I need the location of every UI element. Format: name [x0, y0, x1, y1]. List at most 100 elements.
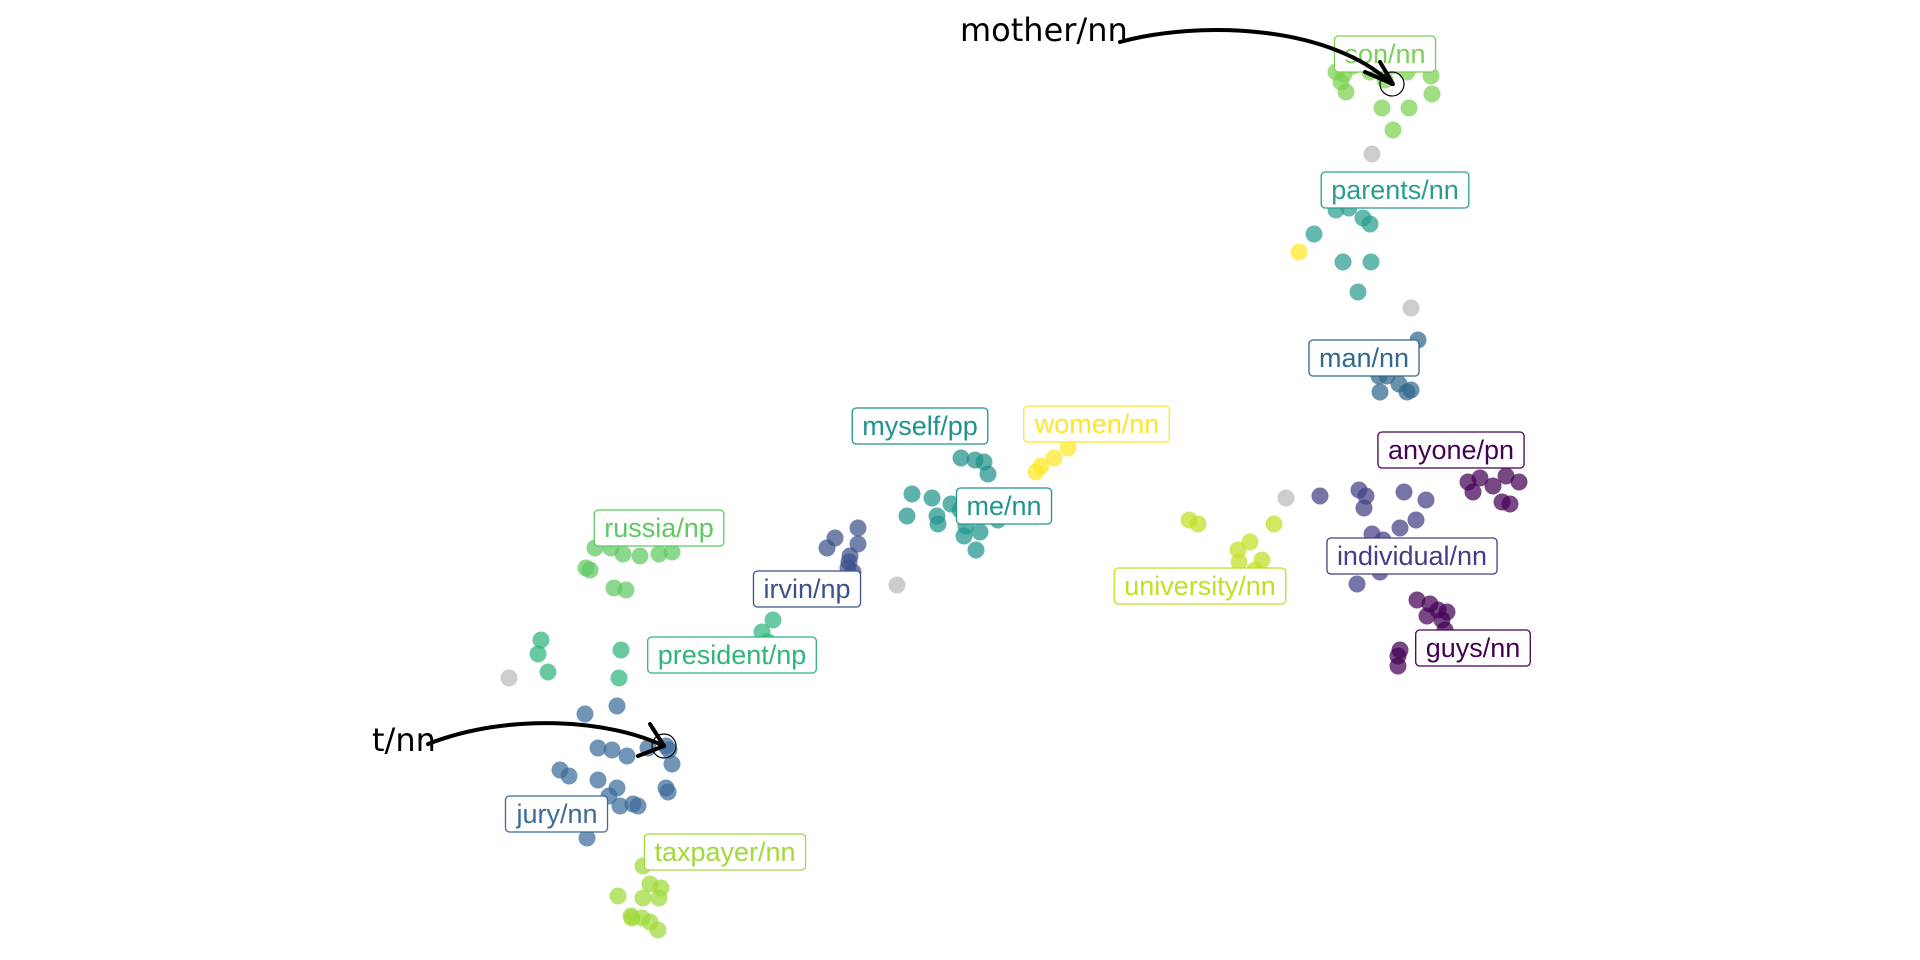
point-university-nn	[1189, 515, 1207, 533]
label-box-myself-pp	[851, 407, 989, 445]
label-box-parents-nn	[1320, 171, 1470, 209]
point-parents-nn	[1349, 283, 1367, 301]
point-russia-np	[650, 545, 668, 563]
noise-point	[1402, 299, 1420, 317]
label-box-president-np	[647, 636, 817, 674]
point-university-nn	[1265, 515, 1283, 533]
label-box-man-nn	[1308, 339, 1420, 377]
point-president-np	[539, 663, 557, 681]
point-anyone-pn	[1484, 477, 1502, 495]
point-russia-np	[663, 543, 681, 561]
point-jury-nn	[611, 797, 629, 815]
point-taxpayer-nn	[650, 889, 668, 907]
point-parents-nn	[1361, 215, 1379, 233]
label-box-taxpayer-nn	[643, 833, 807, 871]
annotation-text-t-nn: t/nn	[372, 721, 436, 759]
point-parents-nn	[1334, 253, 1352, 271]
point-irvin-np	[818, 539, 836, 557]
point-russia-np	[631, 547, 649, 565]
point-parents-nn	[1362, 253, 1380, 271]
label-text-parents-nn: parents/nn	[1331, 175, 1459, 205]
point-anyone-pn	[1471, 469, 1489, 487]
point-man-nn	[1371, 383, 1389, 401]
point-jury-nn	[618, 747, 636, 765]
annotation-arrow-t-nn	[426, 721, 666, 748]
label-box-anyone-pn	[1377, 431, 1525, 469]
point-jury-nn	[603, 741, 621, 759]
label-myself-pp: myself/pp	[851, 407, 989, 445]
label-taxpayer-nn: taxpayer/nn	[643, 833, 807, 871]
point-me-nn	[971, 523, 989, 541]
point-parents-nn	[1305, 225, 1323, 243]
point-russia-np	[617, 581, 635, 599]
point-women-nn	[1290, 243, 1308, 261]
point-son-nn	[1337, 83, 1355, 101]
point-jury-nn	[560, 767, 578, 785]
point-president-np	[529, 645, 547, 663]
noise-point	[500, 669, 518, 687]
label-me-nn: me/nn	[955, 487, 1053, 525]
point-man-nn	[1402, 381, 1420, 399]
point-jury-nn	[578, 829, 596, 847]
label-text-taxpayer-nn: taxpayer/nn	[654, 837, 795, 867]
annotations-layer: mother/nn t/nn	[372, 11, 1405, 759]
point-president-np	[532, 631, 550, 649]
point-russia-np	[581, 561, 599, 579]
label-box-women-nn	[1023, 405, 1170, 443]
label-text-president-np: president/np	[658, 640, 807, 670]
point-jury-nn	[589, 771, 607, 789]
label-anyone-pn: anyone/pn	[1377, 431, 1525, 469]
point-taxpayer-nn	[623, 909, 641, 927]
label-individual-nn: individual/nn	[1326, 537, 1498, 575]
point-me-nn	[955, 527, 973, 545]
label-university-nn: university/nn	[1113, 567, 1287, 605]
noise-point	[1363, 145, 1381, 163]
label-irvin-np: irvin/np	[752, 570, 862, 608]
label-text-russia-np: russia/np	[604, 513, 714, 543]
point-irvin-np	[849, 535, 867, 553]
point-university-nn	[1230, 553, 1248, 571]
label-son-nn: son/nn	[1333, 35, 1437, 73]
point-irvin-np	[849, 519, 867, 537]
label-text-jury-nn: jury/nn	[515, 799, 597, 829]
label-box-me-nn	[955, 487, 1053, 525]
noise-point	[888, 576, 906, 594]
point-individual-nn	[1417, 491, 1435, 509]
point-russia-np	[614, 545, 632, 563]
label-jury-nn: jury/nn	[504, 795, 609, 833]
label-box-individual-nn	[1326, 537, 1498, 575]
noise-point	[1277, 489, 1295, 507]
point-individual-nn	[1407, 511, 1425, 529]
point-taxpayer-nn	[634, 889, 652, 907]
label-text-women-nn: women/nn	[1034, 409, 1160, 439]
point-guys-nn	[1389, 657, 1407, 675]
annotation-text-mother-nn: mother/nn	[960, 11, 1128, 49]
point-me-nn	[898, 507, 916, 525]
point-taxpayer-nn	[649, 921, 667, 939]
point-jury-nn	[624, 795, 642, 813]
point-individual-nn	[1311, 487, 1329, 505]
point-anyone-pn	[1510, 473, 1528, 491]
label-women-nn: women/nn	[1023, 405, 1170, 443]
point-taxpayer-nn	[609, 887, 627, 905]
point-me-nn	[903, 485, 921, 503]
point-jury-nn	[608, 697, 626, 715]
annotation-arrow-mother-nn	[1118, 28, 1394, 86]
annotation-target-ring-mother-nn	[1379, 71, 1405, 97]
label-box-jury-nn	[504, 795, 609, 833]
point-guys-nn	[1418, 607, 1436, 625]
label-president-np: president/np	[647, 636, 817, 674]
point-jury-nn	[589, 739, 607, 757]
label-parents-nn: parents/nn	[1320, 171, 1470, 209]
label-box-guys-nn	[1415, 629, 1531, 667]
point-me-nn	[923, 489, 941, 507]
label-box-university-nn	[1113, 567, 1287, 605]
label-text-myself-pp: myself/pp	[862, 411, 978, 441]
point-jury-nn	[659, 783, 677, 801]
label-text-me-nn: me/nn	[966, 491, 1041, 521]
point-individual-nn	[1348, 575, 1366, 593]
point-myself-pp	[979, 465, 997, 483]
point-son-nn	[1384, 121, 1402, 139]
point-jury-nn	[663, 755, 681, 773]
